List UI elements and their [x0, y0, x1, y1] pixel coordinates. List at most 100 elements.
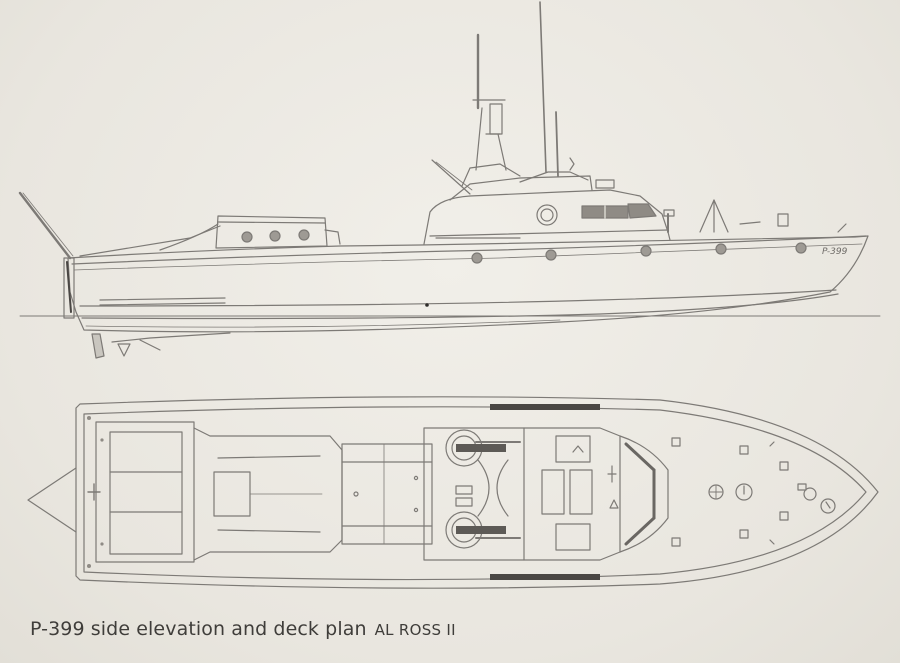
starboard-rack	[490, 574, 600, 580]
chart-table	[541, 469, 565, 515]
port-rack	[490, 404, 600, 410]
chine-line	[79, 289, 837, 307]
cleat	[671, 437, 681, 447]
strake-line	[99, 302, 226, 306]
windscreen	[619, 435, 669, 553]
wheel-post	[607, 465, 617, 483]
foredeck	[671, 437, 836, 547]
bridge-console	[555, 523, 591, 551]
ammo-box	[455, 485, 473, 495]
cleat	[779, 461, 789, 471]
porthole	[640, 245, 652, 257]
bridge-plan	[523, 427, 621, 561]
porthole	[298, 229, 310, 241]
forward-window	[627, 203, 657, 219]
prop-shaft	[111, 332, 231, 343]
gun-mount-starboard	[445, 511, 521, 549]
capstan-icon	[735, 483, 753, 501]
porthole	[545, 249, 557, 261]
hull-number: P-399	[822, 247, 848, 257]
gun-mount-port	[445, 429, 521, 467]
deck-fitting	[413, 475, 419, 481]
cleat	[671, 537, 681, 547]
porthole	[715, 243, 727, 255]
stern-deck-area	[95, 421, 195, 563]
radio-mast	[539, 1, 547, 173]
deck-plan	[27, 396, 879, 589]
shaft-strut	[139, 339, 161, 351]
wheelhouse	[423, 189, 671, 245]
deckhouse-roofline	[217, 221, 326, 224]
deck-inner-outline	[83, 406, 867, 581]
gun-mount	[461, 163, 521, 187]
bridge-hatch	[569, 469, 593, 515]
propeller	[117, 343, 131, 357]
gun-barrel	[435, 161, 473, 191]
ship-drawing: P-399	[18, 1, 881, 589]
signal-mast	[555, 111, 559, 177]
cleat	[739, 529, 749, 539]
flag-staff-detail	[22, 192, 74, 257]
bow-fitting-top	[663, 209, 675, 217]
deck-outline	[75, 396, 879, 589]
deckhouse-rail	[217, 455, 321, 459]
bitt-icon	[803, 487, 817, 501]
mast-platform	[489, 103, 503, 135]
strake-line	[99, 297, 226, 301]
deck-fitting	[87, 416, 91, 420]
compass-mark	[609, 499, 619, 509]
sheer-line	[71, 235, 867, 265]
rudder	[91, 333, 105, 359]
gun-deck	[423, 427, 525, 561]
windscreen-glass	[624, 516, 656, 546]
mast-legs	[475, 107, 507, 171]
deckhouse-step	[324, 229, 341, 245]
cleat	[779, 511, 789, 521]
ammo-box	[455, 497, 473, 507]
bridge-console	[555, 435, 591, 463]
life-ring	[536, 204, 558, 226]
bow-vent	[777, 213, 789, 227]
porthole	[795, 242, 807, 254]
mast-light	[569, 157, 575, 171]
flag-staff	[18, 191, 72, 260]
deck-fitting	[87, 564, 91, 568]
jack-staff	[837, 223, 847, 233]
life-ring-inner	[540, 208, 554, 222]
caption-title: P-399 side elevation and deck plan	[30, 618, 367, 640]
deck-fitting	[595, 179, 615, 189]
deck-fitting	[100, 542, 104, 546]
deck-fitting	[100, 438, 104, 442]
gun-mount-linkage	[477, 459, 509, 517]
keel-line	[85, 319, 561, 328]
side-elevation: P-399	[18, 1, 881, 359]
flying-bridge	[519, 171, 589, 183]
deck-fitting	[353, 491, 359, 497]
stern-staff	[27, 467, 77, 533]
windlass-icon	[820, 498, 836, 514]
aft-deckhouse-hatch	[213, 471, 251, 517]
gun-barrel	[431, 159, 471, 195]
porthole	[241, 231, 253, 243]
compass-icon	[708, 484, 724, 500]
deck-fitting	[413, 507, 419, 513]
porthole	[269, 230, 281, 242]
aft-deckhouse	[215, 215, 328, 249]
deckhouse-rail	[217, 529, 321, 533]
deck-mark	[769, 539, 775, 545]
aft-hatch	[109, 431, 183, 555]
hull-fitting	[425, 303, 429, 307]
vent	[797, 483, 807, 491]
deck-mark	[769, 441, 775, 447]
transom-edge	[66, 261, 72, 313]
windscreen-glass	[624, 442, 656, 472]
deckhouse-fairing	[159, 223, 219, 251]
bridge-detail	[572, 445, 584, 453]
rub-rail	[73, 243, 863, 271]
midship-deck	[341, 443, 433, 545]
bridge-top	[449, 175, 593, 201]
bow-rail	[739, 221, 761, 225]
porthole	[471, 252, 483, 264]
